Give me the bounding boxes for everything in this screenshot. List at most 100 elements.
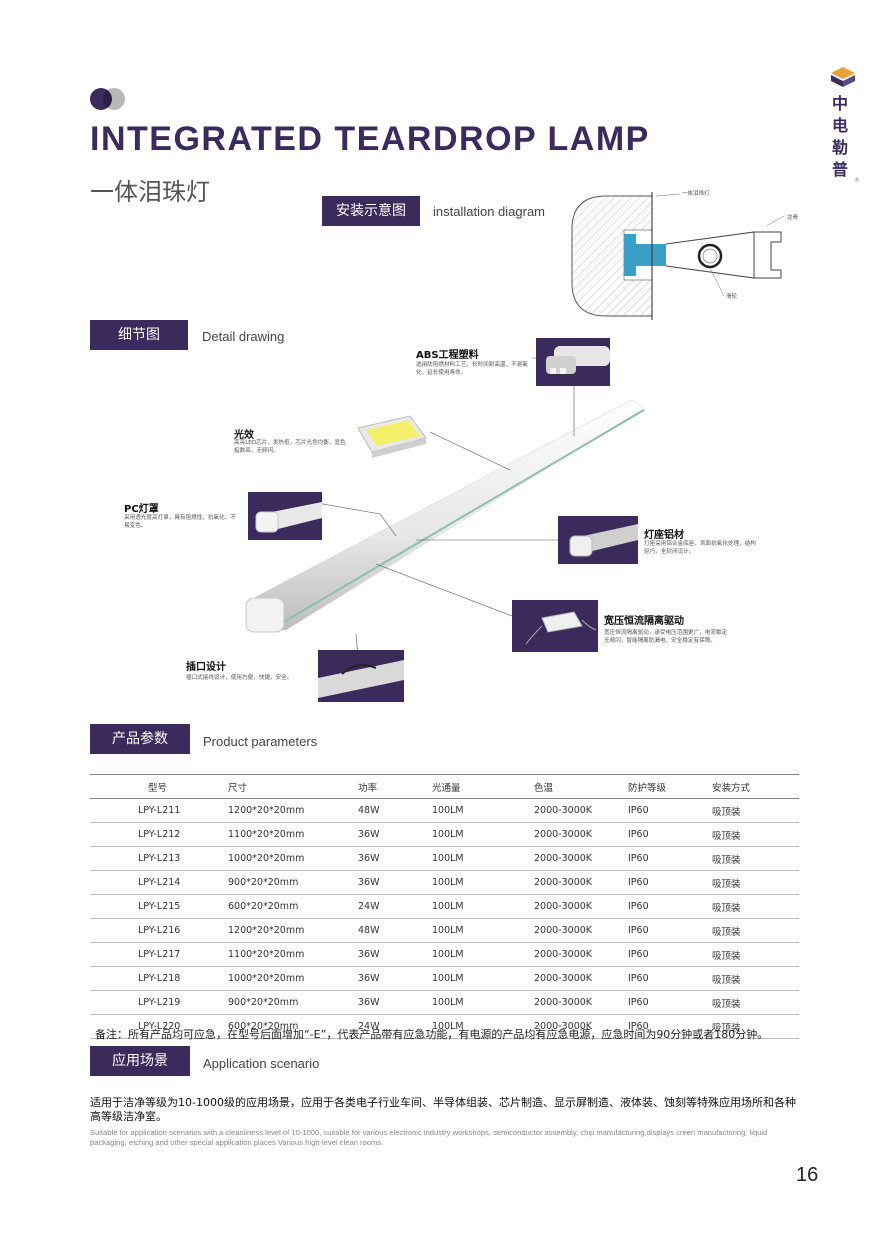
cell-power: 36W bbox=[357, 846, 431, 871]
thumb-pc-cover bbox=[248, 492, 322, 540]
cell-flux: 100LM bbox=[431, 966, 533, 991]
cell-cct: 2000-3000K bbox=[533, 1014, 627, 1039]
cell-power: 36W bbox=[357, 990, 431, 1015]
cell-cct: 2000-3000K bbox=[533, 846, 627, 871]
callout-abs-title: ABS工程塑料 bbox=[416, 350, 479, 361]
driver-image bbox=[525, 611, 597, 645]
cell-ip: IP60 bbox=[627, 798, 711, 823]
cell-cct: 2000-3000K bbox=[533, 990, 627, 1015]
col-flux: 光通量 bbox=[431, 774, 533, 799]
cell-model: LPY-L219 bbox=[90, 990, 227, 1015]
diagram-label-pulley: 滑轮 bbox=[726, 294, 738, 300]
cell-flux: 100LM bbox=[431, 822, 533, 847]
col-cct: 色温 bbox=[533, 774, 627, 799]
cell-flux: 100LM bbox=[431, 990, 533, 1015]
cell-size: 1200*20*20mm bbox=[227, 918, 357, 943]
col-ip: 防护等级 bbox=[627, 774, 711, 799]
cell-install: 吸顶装 bbox=[711, 894, 799, 919]
aluminium-base-image bbox=[569, 524, 638, 557]
diagram-label-keel: 龙骨 bbox=[787, 215, 799, 221]
installation-diagram bbox=[571, 192, 785, 320]
pc-cover-image bbox=[255, 502, 322, 533]
cell-flux: 100LM bbox=[431, 1014, 533, 1039]
cell-install: 吸顶装 bbox=[711, 966, 799, 991]
callout-base-title: 灯座铝材 bbox=[644, 530, 684, 541]
cell-power: 36W bbox=[357, 942, 431, 967]
cell-power: 36W bbox=[357, 966, 431, 991]
thumb-aluminium-base bbox=[558, 516, 638, 564]
cell-flux: 100LM bbox=[431, 918, 533, 943]
cell-power: 24W bbox=[357, 894, 431, 919]
led-chip-image bbox=[357, 415, 427, 458]
callout-pc-title: PC灯罩 bbox=[124, 504, 159, 515]
cell-power: 48W bbox=[357, 918, 431, 943]
cell-model: LPY-L218 bbox=[90, 966, 227, 991]
callout-abs-desc: 选用防阻燃材料工艺，长时间耐高温，不易氧化，延长使用寿命。 bbox=[416, 362, 528, 376]
logo-char-3: 勒 bbox=[831, 138, 848, 157]
cell-ip: IP60 bbox=[627, 1014, 711, 1039]
cell-size: 900*20*20mm bbox=[227, 870, 357, 895]
col-power: 功率 bbox=[357, 774, 431, 799]
logo-registered-mark: ® bbox=[854, 177, 860, 184]
cell-power: 24W bbox=[357, 1014, 431, 1039]
params-tag: 产品参数 bbox=[90, 724, 190, 754]
params-tag-en: Product parameters bbox=[203, 734, 318, 749]
cell-install: 吸顶装 bbox=[711, 918, 799, 943]
cell-install: 吸顶装 bbox=[711, 1014, 799, 1039]
cell-size: 600*20*20mm bbox=[227, 1014, 357, 1039]
logo-char-4: 普 bbox=[831, 160, 848, 179]
cell-cct: 2000-3000K bbox=[533, 894, 627, 919]
cell-cct: 2000-3000K bbox=[533, 942, 627, 967]
cell-cct: 2000-3000K bbox=[533, 966, 627, 991]
cell-model: LPY-L217 bbox=[90, 942, 227, 967]
scenario-text-en: Suitable for application scenarios with … bbox=[90, 1128, 768, 1147]
cell-cct: 2000-3000K bbox=[533, 918, 627, 943]
install-tag: 安装示意图 bbox=[322, 196, 420, 226]
params-note: 备注：所有产品均可应急，在型号后面增加“-E”，代表产品带有应急功能，有电源的产… bbox=[95, 1028, 769, 1041]
callout-plug-desc: 插口式接线设计，使用方便，快捷，安全。 bbox=[186, 675, 293, 681]
callout-light-title: 光效 bbox=[234, 430, 254, 441]
detail-tag-en: Detail drawing bbox=[202, 329, 285, 344]
cell-model: LPY-L220 bbox=[90, 1014, 227, 1039]
callout-pc-desc: 采用透光度高灯罩，具有阻燃性，抗氧化，不易变色。 bbox=[124, 515, 236, 529]
thumb-driver bbox=[512, 600, 598, 652]
cell-size: 1200*20*20mm bbox=[227, 798, 357, 823]
plug-image bbox=[318, 660, 404, 698]
dot-gray bbox=[103, 88, 125, 110]
cell-size: 900*20*20mm bbox=[227, 990, 357, 1015]
cell-flux: 100LM bbox=[431, 870, 533, 895]
cell-power: 36W bbox=[357, 822, 431, 847]
cell-size: 1000*20*20mm bbox=[227, 846, 357, 871]
cell-cct: 2000-3000K bbox=[533, 822, 627, 847]
cell-cct: 2000-3000K bbox=[533, 870, 627, 895]
endcap-image bbox=[546, 346, 610, 374]
callout-leader-lines bbox=[299, 357, 575, 689]
callout-driver-desc: 宽压恒流隔离驱动，承受电压范围更广，电流稳定无频闪，智能隔离防漏电，安全稳定有保… bbox=[604, 630, 728, 644]
cell-install: 吸顶装 bbox=[711, 870, 799, 895]
cell-ip: IP60 bbox=[627, 846, 711, 871]
cell-ip: IP60 bbox=[627, 894, 711, 919]
callout-plug-title: 插口设计 bbox=[186, 662, 226, 673]
cell-size: 1000*20*20mm bbox=[227, 966, 357, 991]
page-title-cn: 一体泪珠灯 bbox=[90, 178, 210, 206]
col-model: 型号 bbox=[90, 774, 227, 799]
cell-model: LPY-L213 bbox=[90, 846, 227, 871]
scenario-tag-en: Application scenario bbox=[203, 1056, 320, 1071]
col-size: 尺寸 bbox=[227, 774, 357, 799]
cell-cct: 2000-3000K bbox=[533, 798, 627, 823]
cell-model: LPY-L212 bbox=[90, 822, 227, 847]
cell-size: 600*20*20mm bbox=[227, 894, 357, 919]
col-install: 安装方式 bbox=[711, 774, 799, 799]
title-decoration-dots bbox=[90, 88, 132, 110]
logo-char-2: 电 bbox=[831, 116, 848, 135]
